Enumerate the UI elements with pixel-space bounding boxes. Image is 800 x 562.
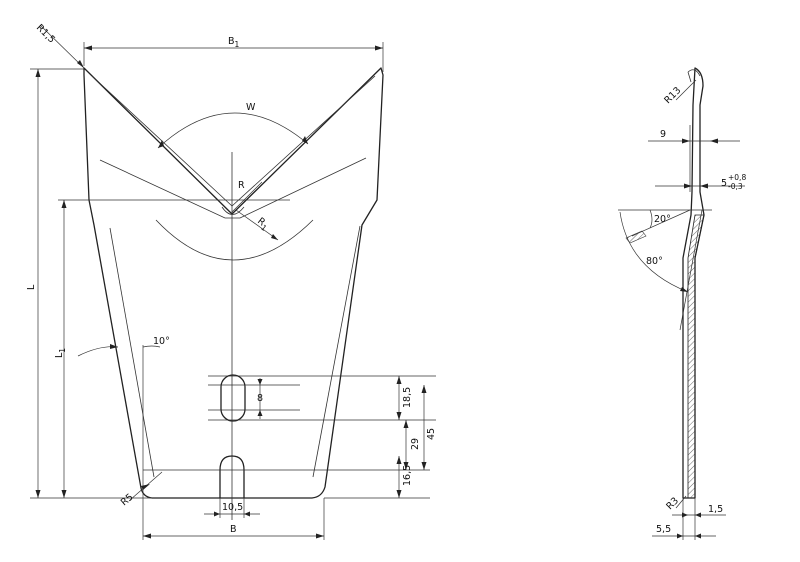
r1-label: R1 (254, 216, 271, 233)
r3-label: R3 (664, 495, 681, 512)
angle20-label: 20° (654, 214, 671, 225)
r13-label: R13 (662, 85, 683, 106)
w-label: W (246, 102, 256, 113)
r3-leader (675, 495, 687, 509)
dim5-minus: -0,3 (728, 182, 743, 191)
b1-label: B1 (228, 36, 240, 49)
w-angle-arc (157, 112, 309, 149)
dim8-label: 8 (257, 393, 263, 404)
dim45-label: 45 (426, 428, 437, 440)
dim5-plus: +0,8 (728, 173, 746, 182)
r13-leader (675, 79, 697, 101)
l1-label: L1 (54, 348, 67, 358)
r15-leader (39, 24, 85, 69)
b-label: B (230, 524, 237, 535)
r-leader (231, 181, 263, 213)
v-inner-line (99, 157, 367, 219)
left-leg-inner (109, 227, 155, 478)
dim29-label: 29 (410, 438, 421, 450)
angle20-arc (649, 209, 653, 229)
dim15-label: 1,5 (708, 504, 723, 515)
dim5-label: 5 (721, 178, 727, 189)
side-tip-curve (687, 69, 701, 77)
v-bevel-line (91, 75, 376, 207)
v-lower-arc (155, 219, 314, 261)
dim105-label: 10,5 (222, 502, 243, 513)
l-label: L (26, 284, 37, 290)
dim165-label: 16,5 (402, 465, 413, 486)
dim55-label: 5,5 (656, 524, 671, 535)
lower-slot (219, 455, 245, 499)
upper-slot (220, 374, 246, 422)
front-view: W B1 R1,5 L L1 R R1 (26, 22, 437, 540)
r-label: R (238, 180, 245, 191)
blade-outline (83, 67, 384, 499)
dim185-label: 18,5 (402, 387, 413, 408)
angle80-arc (619, 211, 689, 293)
right-leg-inner (312, 225, 361, 478)
angle10-label: 10° (153, 336, 170, 347)
angle80-label: 80° (646, 256, 663, 267)
r5-label: R5 (119, 492, 136, 509)
r1-leader (235, 209, 279, 241)
r15-label: R1,5 (34, 22, 57, 45)
side-view: R13 9 5 +0,8 -0,3 20° 80° R3 1,5 (618, 67, 746, 540)
dim9-label: 9 (660, 129, 666, 140)
side-section-hatch (687, 214, 705, 499)
v-notch-radius (221, 206, 245, 215)
